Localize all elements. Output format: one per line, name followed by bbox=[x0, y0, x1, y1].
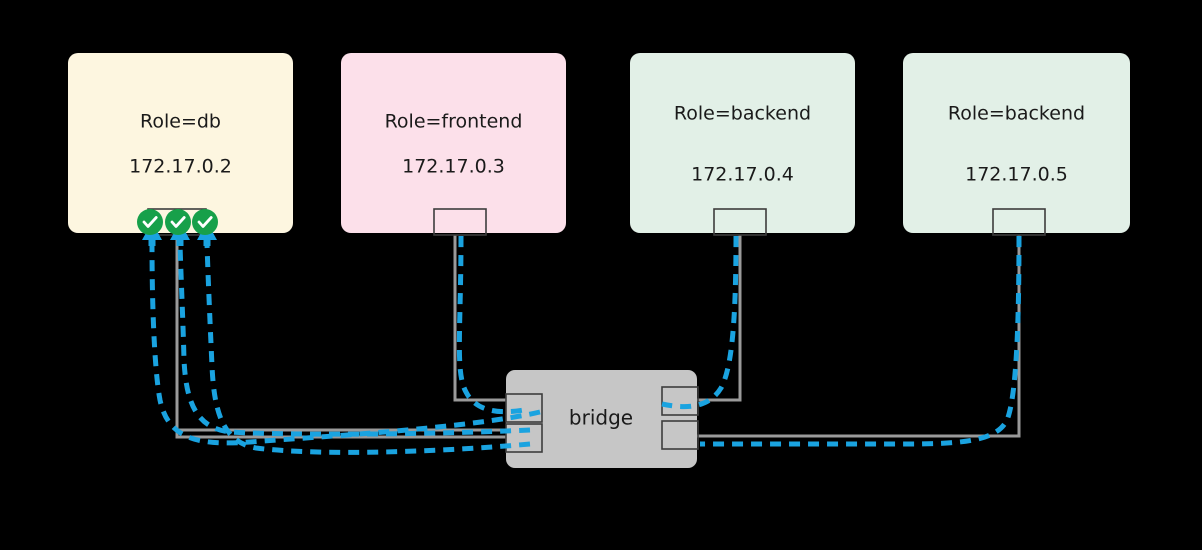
status-badge-circle bbox=[192, 209, 218, 235]
node-frontend[interactable]: Role=frontend 172.17.0.3 bbox=[341, 53, 566, 236]
network-link bbox=[204, 243, 531, 455]
link-layer bbox=[149, 235, 1022, 455]
status-badge-check-1 bbox=[137, 209, 163, 235]
node-layer: Role=db 172.17.0.2 Role=frontend 172.17.0.3… bbox=[68, 53, 1130, 236]
node-body[interactable] bbox=[341, 53, 566, 233]
status-badge-layer bbox=[137, 209, 218, 235]
network-link bbox=[456, 235, 525, 415]
node-role-label: Role=db bbox=[140, 111, 221, 133]
node-ip-address: 172.17.0.4 bbox=[691, 164, 794, 186]
node-network-port[interactable] bbox=[433, 208, 487, 236]
node-body[interactable] bbox=[903, 53, 1130, 233]
network-link bbox=[149, 243, 541, 446]
check-icon bbox=[142, 216, 158, 228]
node-backend-5[interactable]: Role=backend 172.17.0.5 bbox=[903, 53, 1130, 236]
node-body[interactable] bbox=[630, 53, 855, 233]
status-badge-circle bbox=[165, 209, 191, 235]
check-icon bbox=[197, 216, 213, 228]
status-badge-circle bbox=[137, 209, 163, 235]
bridge-port-right-bottom[interactable] bbox=[661, 420, 699, 450]
node-network-port[interactable] bbox=[713, 208, 767, 236]
network-link bbox=[177, 243, 531, 437]
underlay-line bbox=[453, 235, 510, 402]
underlay-line bbox=[697, 235, 742, 402]
bridge-body[interactable] bbox=[506, 370, 697, 468]
status-badge-check-3 bbox=[192, 209, 218, 235]
node-ip-address: 172.17.0.2 bbox=[129, 156, 232, 178]
bridge-label: bridge bbox=[569, 406, 633, 430]
underlay-line bbox=[697, 235, 1021, 438]
network-link bbox=[661, 235, 739, 410]
node-role-label: Role=frontend bbox=[385, 111, 523, 133]
node-db[interactable]: Role=db 172.17.0.2 bbox=[68, 53, 293, 236]
bridge-group[interactable]: bridge bbox=[505, 370, 699, 468]
node-role-label: Role=backend bbox=[948, 103, 1085, 125]
bridge-port-left-top[interactable] bbox=[505, 393, 543, 423]
underlay-line bbox=[175, 235, 506, 439]
node-ip-address: 172.17.0.5 bbox=[965, 164, 1068, 186]
node-body[interactable] bbox=[68, 53, 293, 233]
check-icon bbox=[170, 216, 186, 228]
bridge-port-right-top[interactable] bbox=[661, 386, 699, 416]
node-ip-address: 172.17.0.3 bbox=[402, 156, 505, 178]
node-role-label: Role=backend bbox=[674, 103, 811, 125]
bridge-port-left-bottom[interactable] bbox=[505, 423, 543, 453]
node-network-port[interactable] bbox=[992, 208, 1046, 236]
node-backend-4[interactable]: Role=backend 172.17.0.4 bbox=[630, 53, 855, 236]
status-badge-check-2 bbox=[165, 209, 191, 235]
network-link bbox=[700, 235, 1022, 447]
